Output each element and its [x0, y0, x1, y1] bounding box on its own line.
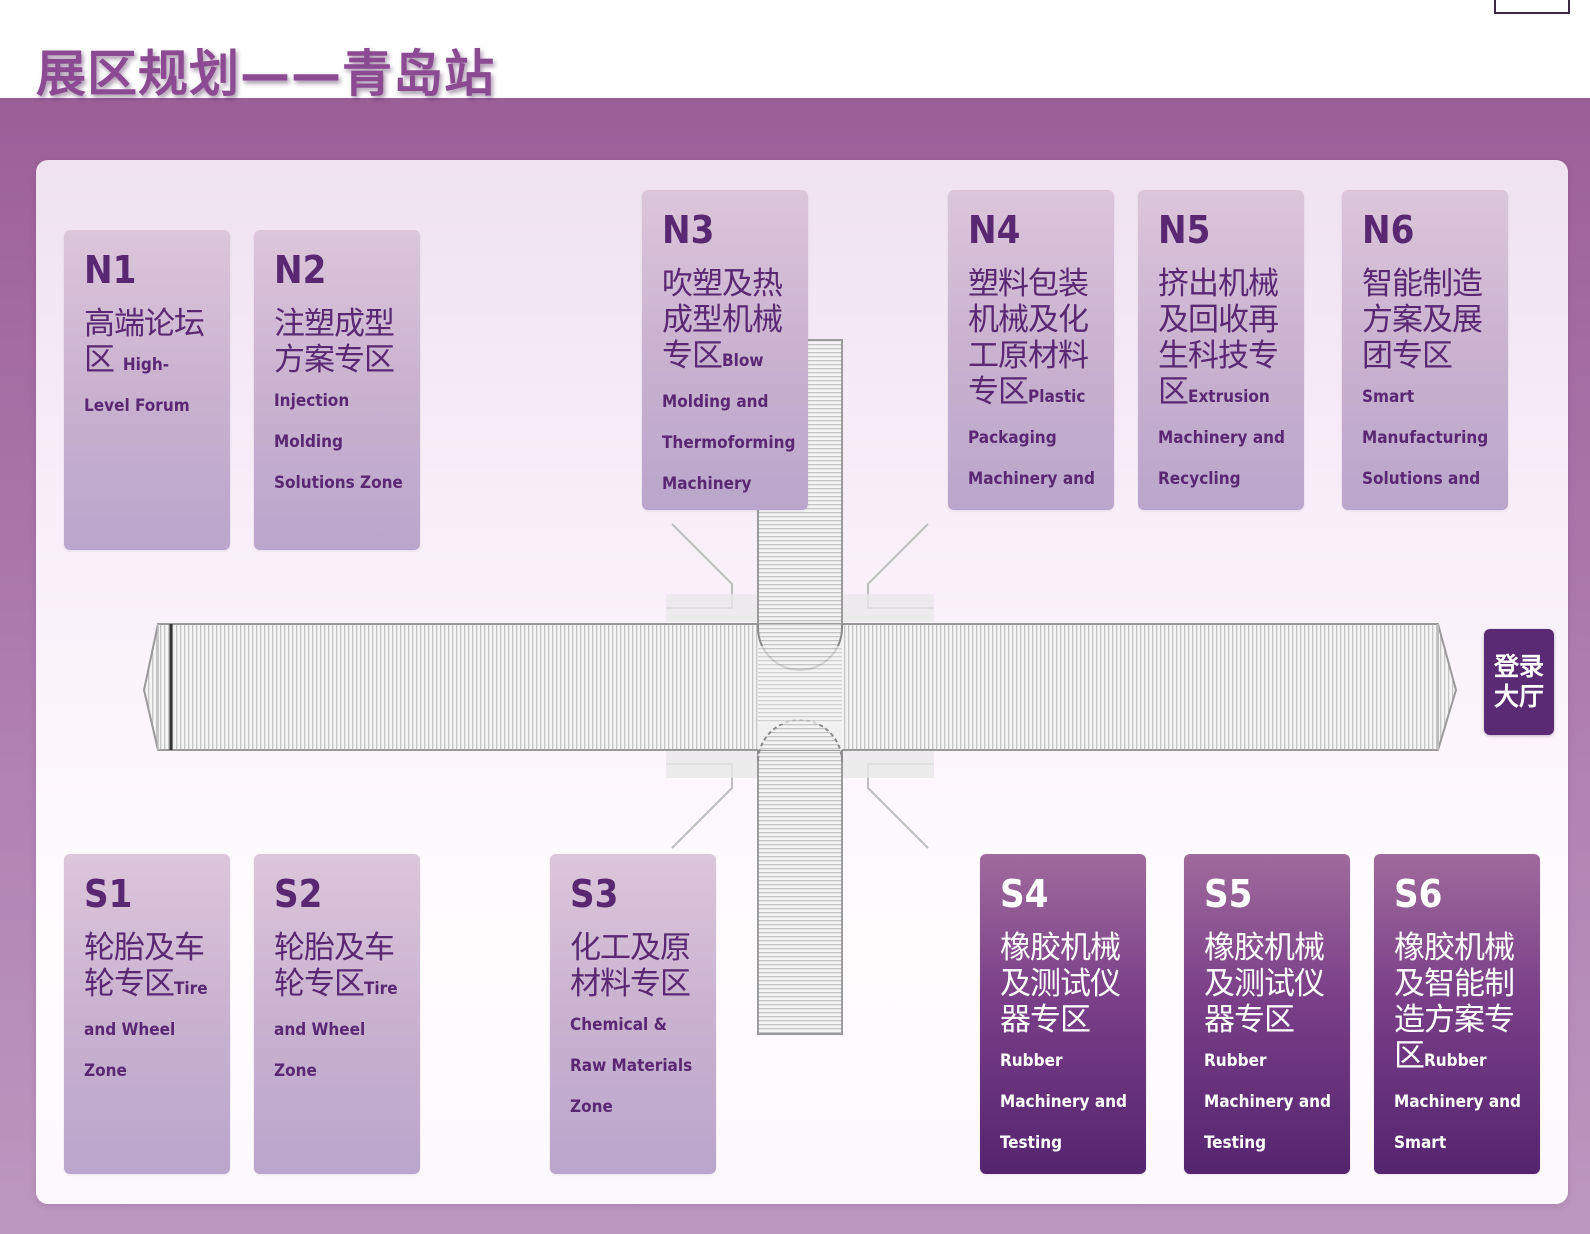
page-title: 展区规划——青岛站 [36, 45, 495, 103]
zone-name-cn: 化工及原材料专区 [570, 930, 691, 1002]
zone-name-en: Chemical & Raw Materials Zone [570, 1015, 693, 1117]
zone-name-en: Tire and Wheel Zone [84, 979, 208, 1081]
zone-n6[interactable]: N6 智能制造方案及展团专区 Smart Manufacturing Soluti… [1342, 190, 1508, 510]
zone-code: N5 [1158, 208, 1211, 252]
zone-n1[interactable]: N1 高端论坛区 High-Level Forum [64, 230, 230, 550]
zone-code: S1 [84, 872, 133, 916]
zone-code: S3 [570, 872, 619, 916]
zone-code: N4 [968, 208, 1021, 252]
zone-n2[interactable]: N2 注塑成型方案专区 Injection Molding Solutions Z… [254, 230, 420, 550]
zone-code: S6 [1394, 872, 1443, 916]
zone-code: S4 [1000, 872, 1049, 916]
zone-code: N6 [1362, 208, 1415, 252]
zone-code: N1 [84, 248, 137, 292]
zone-name-en: High-Level Forum [84, 355, 190, 416]
zone-name-cn: 轮胎及车轮专区 [274, 930, 395, 1002]
zone-code: S5 [1204, 872, 1253, 916]
zone-s6[interactable]: S6 橡胶机械及智能制造方案专区Rubber Machinery and Sma… [1374, 854, 1540, 1174]
zone-name-en: Smart Manufacturing Solutions and [1362, 387, 1489, 489]
zone-s1[interactable]: S1 轮胎及车轮专区Tire and Wheel Zone [64, 854, 230, 1174]
zone-name-en: Tire and Wheel Zone [274, 979, 398, 1081]
zone-name-en: Rubber Machinery and Testing [1204, 1051, 1331, 1153]
zone-name-cn: 塑料包装机械及化工原材料专区 [968, 266, 1089, 410]
zone-name-en: Extrusion Machinery and Recycling [1158, 387, 1285, 489]
zone-n4[interactable]: N4 塑料包装机械及化工原材料专区Plastic Packaging Machi… [948, 190, 1114, 510]
zone-n3[interactable]: N3 吹塑及热成型机械专区Blow Molding and Thermoform… [642, 190, 808, 510]
zone-name-en: Plastic Packaging Machinery and [968, 387, 1095, 489]
zone-code: S2 [274, 872, 323, 916]
zone-name-en: Injection Molding Solutions Zone [274, 391, 403, 493]
zone-s2[interactable]: S2 轮胎及车轮专区Tire and Wheel Zone [254, 854, 420, 1174]
zone-s4[interactable]: S4 橡胶机械及测试仪器专区 Rubber Machinery and Testi… [980, 854, 1146, 1174]
zone-name-cn: 高端论坛区 [84, 306, 205, 378]
zone-code: N3 [662, 208, 715, 252]
zone-name-cn: 轮胎及车轮专区 [84, 930, 205, 1002]
zone-name-en: Rubber Machinery and Smart [1394, 1051, 1521, 1153]
zone-name-en: Rubber Machinery and Testing [1000, 1051, 1127, 1153]
registration-lobby[interactable]: 登录大厅 [1484, 629, 1554, 735]
zone-name-cn: 橡胶机械及测试仪器专区 [1000, 930, 1121, 1038]
zone-name-cn: 挤出机械及回收再生科技专区 [1158, 266, 1279, 410]
zone-s5[interactable]: S5 橡胶机械及测试仪器专区 Rubber Machinery and Testi… [1184, 854, 1350, 1174]
zone-name-cn: 橡胶机械及智能制造方案专区 [1394, 930, 1515, 1074]
zone-name-cn: 吹塑及热成型机械专区 [662, 266, 783, 374]
zone-name-cn: 橡胶机械及测试仪器专区 [1204, 930, 1325, 1038]
zone-s3[interactable]: S3 化工及原材料专区 Chemical & Raw Materials Zone [550, 854, 716, 1174]
zone-name-cn: 注塑成型方案专区 [274, 306, 395, 378]
lobby-label: 登录大厅 [1493, 652, 1544, 711]
zone-n5[interactable]: N5 挤出机械及回收再生科技专区Extrusion Machinery and … [1138, 190, 1304, 510]
zone-name-en: Blow Molding and Thermoforming Machinery [662, 351, 796, 494]
zone-code: N2 [274, 248, 327, 292]
zone-name-cn: 智能制造方案及展团专区 [1362, 266, 1483, 374]
corner-frame-decoration [1494, 0, 1570, 14]
